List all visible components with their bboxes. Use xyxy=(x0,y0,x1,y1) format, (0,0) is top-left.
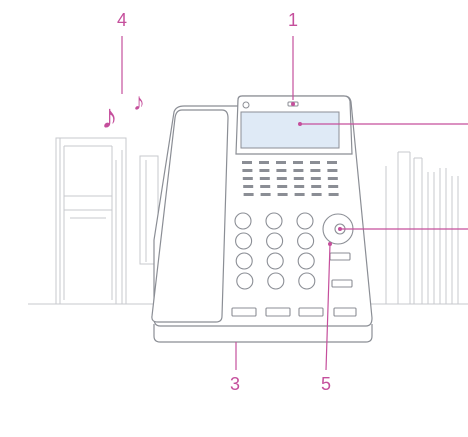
callout-dot-nav xyxy=(338,227,342,231)
function-key xyxy=(328,177,338,180)
function-key xyxy=(329,193,339,196)
function-key xyxy=(260,177,270,180)
function-key xyxy=(242,169,252,172)
dial-key xyxy=(266,213,282,229)
function-key xyxy=(294,185,304,188)
function-key xyxy=(244,193,254,196)
function-key xyxy=(276,161,286,164)
function-key xyxy=(276,169,286,172)
function-key xyxy=(312,193,322,196)
function-key xyxy=(295,193,305,196)
function-key xyxy=(328,185,338,188)
dial-key xyxy=(268,273,284,289)
display-screen xyxy=(241,112,339,148)
callout-label-1: 1 xyxy=(288,10,298,30)
dial-key xyxy=(267,233,283,249)
callout-label-3: 3 xyxy=(230,374,240,394)
handset xyxy=(152,110,228,322)
callout-dot-1 xyxy=(291,102,295,106)
function-key xyxy=(243,185,253,188)
dial-key xyxy=(235,213,251,229)
dial-key xyxy=(297,213,313,229)
function-key xyxy=(327,169,337,172)
dial-key xyxy=(298,253,314,269)
function-key xyxy=(310,161,320,164)
function-key xyxy=(294,177,304,180)
callout-dot-display xyxy=(298,122,302,126)
dial-key xyxy=(236,233,252,249)
callout-label-5: 5 xyxy=(321,374,331,394)
dial-key xyxy=(237,273,253,289)
function-key xyxy=(310,169,320,172)
callout-dot-5 xyxy=(328,242,332,246)
dial-key xyxy=(267,253,283,269)
function-key xyxy=(259,169,269,172)
function-key xyxy=(277,185,287,188)
function-key xyxy=(261,193,271,196)
dial-key xyxy=(298,233,314,249)
dial-key xyxy=(236,253,252,269)
music-note-small-icon: ♪ xyxy=(133,89,145,116)
right-books xyxy=(386,152,458,304)
function-key xyxy=(259,161,269,164)
function-key xyxy=(278,193,288,196)
dial-key xyxy=(299,273,315,289)
function-key xyxy=(260,185,270,188)
function-key xyxy=(327,161,337,164)
callout-label-4: 4 xyxy=(117,10,127,30)
function-key xyxy=(311,185,321,188)
function-key xyxy=(293,161,303,164)
function-key xyxy=(293,169,303,172)
music-note-icon: ♪ xyxy=(101,98,118,136)
function-key xyxy=(243,177,253,180)
function-key xyxy=(311,177,321,180)
function-key xyxy=(242,161,252,164)
function-key xyxy=(277,177,287,180)
